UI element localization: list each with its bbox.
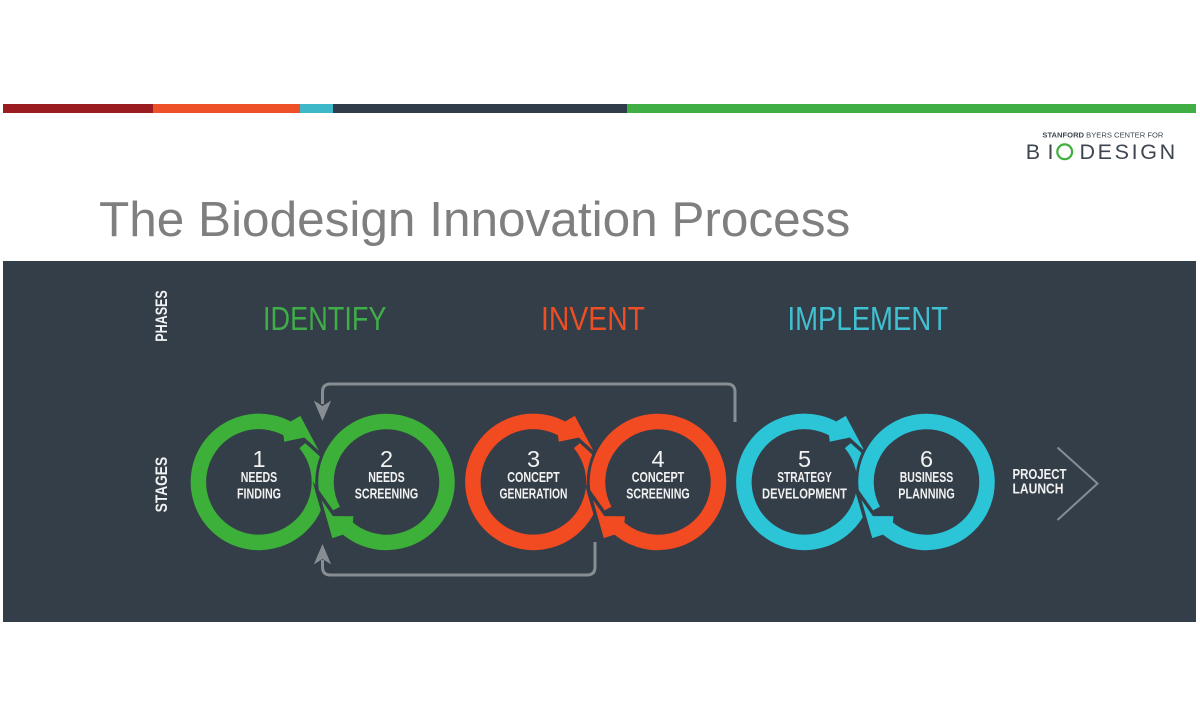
svg-text:LAUNCH: LAUNCH: [1013, 481, 1064, 498]
svg-text:DESIGN: DESIGN: [1080, 140, 1178, 164]
svg-text:STRATEGY: STRATEGY: [777, 470, 832, 486]
svg-text:IMPLEMENT: IMPLEMENT: [788, 300, 949, 337]
svg-text:SCREENING: SCREENING: [355, 486, 419, 502]
svg-text:PROJECT: PROJECT: [1013, 466, 1067, 483]
svg-text:6: 6: [920, 446, 933, 472]
svg-text:4: 4: [651, 446, 664, 472]
svg-text:5: 5: [798, 446, 811, 472]
svg-text:FINDING: FINDING: [237, 486, 281, 502]
svg-text:2: 2: [380, 446, 393, 472]
svg-text:NEEDS: NEEDS: [368, 470, 405, 486]
svg-text:CONCEPT: CONCEPT: [632, 470, 685, 486]
svg-text:NEEDS: NEEDS: [241, 470, 278, 486]
svg-text:3: 3: [527, 446, 540, 472]
svg-text:PLANNING: PLANNING: [898, 486, 955, 502]
svg-text:GENERATION: GENERATION: [500, 486, 568, 502]
svg-text:IDENTIFY: IDENTIFY: [263, 300, 387, 337]
svg-text:DEVELOPMENT: DEVELOPMENT: [762, 486, 847, 502]
svg-text:STANFORD BYERS CENTER FOR: STANFORD BYERS CENTER FOR: [1042, 131, 1163, 140]
svg-text:CONCEPT: CONCEPT: [507, 470, 560, 486]
svg-text:SCREENING: SCREENING: [626, 486, 690, 502]
svg-text:The Biodesign Innovation Proce: The Biodesign Innovation Process: [99, 192, 850, 247]
svg-text:INVENT: INVENT: [541, 300, 645, 337]
svg-text:BUSINESS: BUSINESS: [900, 470, 954, 486]
svg-text:1: 1: [252, 446, 265, 472]
svg-text:PHASES: PHASES: [153, 290, 171, 342]
svg-text:STAGES: STAGES: [153, 457, 171, 512]
svg-text:BI: BI: [1026, 140, 1061, 164]
